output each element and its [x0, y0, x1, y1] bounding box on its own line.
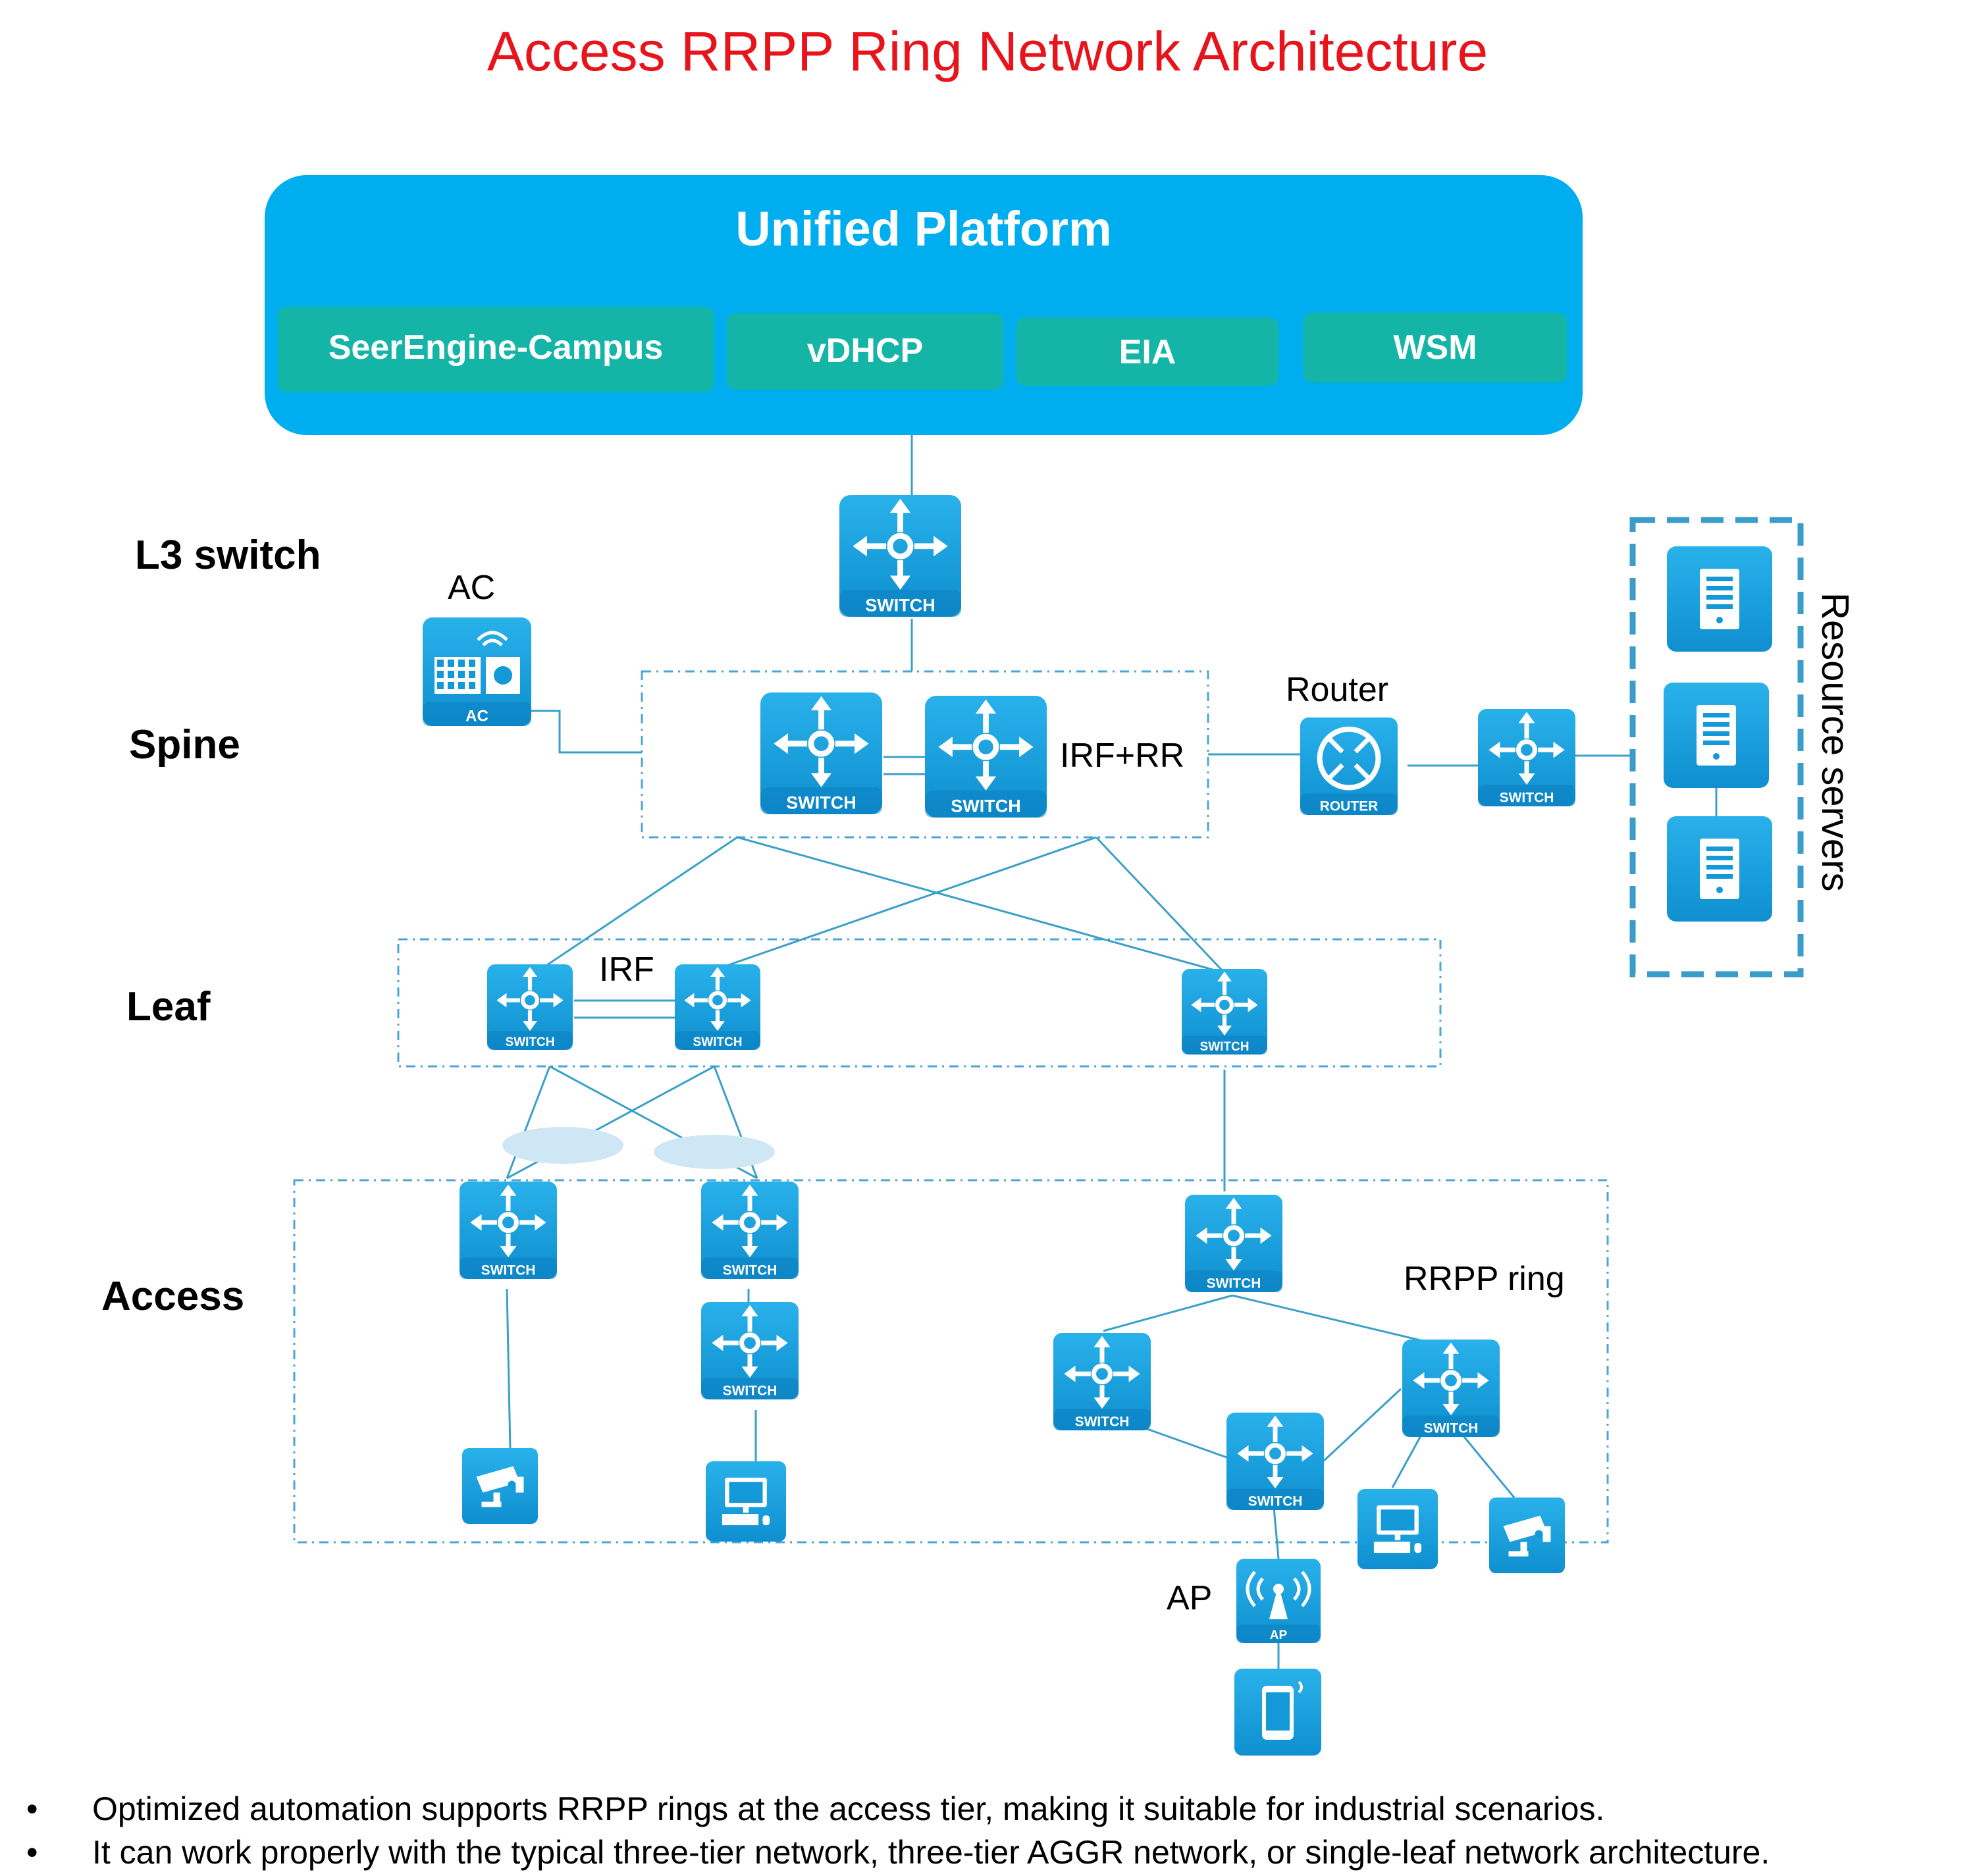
access-switch-icon[interactable]: SWITCH: [1402, 1340, 1500, 1437]
pc-icon[interactable]: [706, 1461, 786, 1542]
page-title: Access RRPP Ring Network Architecture: [487, 20, 1488, 82]
icon-caption: SWITCH: [1200, 1040, 1250, 1054]
mobile-phone-icon[interactable]: [1234, 1669, 1321, 1756]
bullet-marker: •: [26, 1834, 38, 1871]
leaf-switch-icon[interactable]: SWITCH: [487, 964, 573, 1050]
module-eia[interactable]: [1016, 317, 1278, 386]
icon-caption: SWITCH: [786, 793, 856, 813]
platform-title: Unified Platform: [735, 201, 1111, 256]
module-label: WSM: [1393, 328, 1477, 367]
cloud-shape: [654, 1135, 775, 1169]
icon-caption: SWITCH: [723, 1263, 777, 1278]
server-icon[interactable]: [1664, 683, 1769, 788]
ac-label: AC: [448, 569, 495, 607]
icon-caption: SWITCH: [1207, 1276, 1261, 1291]
resource-servers-box: [1629, 517, 1804, 977]
module-wsm[interactable]: [1304, 313, 1567, 382]
tier-label-access: Access: [101, 1274, 244, 1319]
module-label: EIA: [1119, 333, 1176, 371]
camera-icon[interactable]: [462, 1448, 538, 1524]
access-group-box: [293, 1179, 1609, 1544]
module-label: SeerEngine-Campus: [329, 328, 664, 367]
resource-servers-label: Resource servers: [1814, 592, 1856, 891]
bullet-marker: •: [26, 1790, 38, 1827]
tier-label-leaf: Leaf: [126, 984, 211, 1029]
access-switch-icon[interactable]: SWITCH: [1226, 1413, 1324, 1510]
icon-caption: SWITCH: [506, 1035, 555, 1049]
camera-icon[interactable]: [1489, 1498, 1565, 1573]
irf-rr-label: IRF+RR: [1060, 737, 1184, 775]
l3-switch-icon[interactable]: SWITCH: [839, 495, 961, 617]
spine-group-box: [641, 670, 1209, 839]
pc-icon[interactable]: [1357, 1489, 1438, 1569]
irf-label: IRF: [599, 951, 654, 989]
tier-label-l3-switch: L3 switch: [135, 533, 321, 578]
icon-caption: AC: [465, 708, 488, 725]
icon-caption: ROUTER: [1320, 798, 1379, 814]
icon-caption: SWITCH: [1248, 1494, 1303, 1509]
bullet-text: It can work properly with the typical th…: [92, 1834, 1770, 1871]
access-switch-icon[interactable]: SWITCH: [701, 1302, 799, 1399]
access-switch-icon[interactable]: SWITCH: [1053, 1333, 1151, 1430]
connection-lines: [506, 435, 1718, 1669]
access-switch-icon[interactable]: SWITCH: [460, 1182, 557, 1279]
icon-caption: SWITCH: [865, 596, 935, 615]
tier-label-spine: Spine: [129, 722, 240, 768]
icon-caption: SWITCH: [481, 1263, 536, 1278]
router-icon[interactable]: ROUTER: [1300, 717, 1398, 815]
access-switch-icon[interactable]: SWITCH: [1185, 1195, 1282, 1292]
cloud-shape: [502, 1127, 623, 1164]
module-seerengine-campus[interactable]: [278, 307, 714, 392]
leaf-group-box: [397, 938, 1442, 1068]
module-label: vDHCP: [807, 332, 923, 370]
server-icon[interactable]: [1667, 816, 1772, 922]
bullet-list: • Optimized automation supports RRPP rin…: [26, 1787, 1968, 1874]
icon-caption: SWITCH: [951, 796, 1020, 816]
access-point-icon[interactable]: AP: [1236, 1559, 1321, 1643]
spine-switch-icon[interactable]: SWITCH: [925, 696, 1047, 818]
leaf-switch-icon[interactable]: SWITCH: [675, 964, 760, 1050]
switch-icon[interactable]: SWITCH: [1478, 709, 1575, 806]
icon-caption: SWITCH: [723, 1383, 777, 1398]
bullet-text: Optimized automation supports RRPP rings…: [92, 1790, 1605, 1827]
icon-caption: SWITCH: [1500, 790, 1554, 805]
access-switch-icon[interactable]: SWITCH: [701, 1182, 799, 1279]
icon-caption: AP: [1270, 1628, 1288, 1642]
ac-controller-icon[interactable]: AC: [423, 617, 531, 726]
leaf-switch-icon[interactable]: SWITCH: [1182, 969, 1267, 1055]
ap-label: AP: [1167, 1579, 1212, 1617]
icon-caption: SWITCH: [1424, 1420, 1479, 1436]
icon-caption: SWITCH: [1075, 1414, 1130, 1429]
bullet-item: • Optimized automation supports RRPP rin…: [26, 1787, 1968, 1831]
router-label: Router: [1286, 671, 1388, 709]
module-vdhcp[interactable]: [727, 313, 1003, 390]
server-icon[interactable]: [1667, 546, 1772, 652]
icon-caption: SWITCH: [693, 1035, 743, 1049]
bullet-item: • It can work properly with the typical …: [26, 1831, 1968, 1874]
rrpp-ring-label: RRPP ring: [1404, 1260, 1565, 1298]
spine-switch-icon[interactable]: SWITCH: [760, 692, 882, 814]
